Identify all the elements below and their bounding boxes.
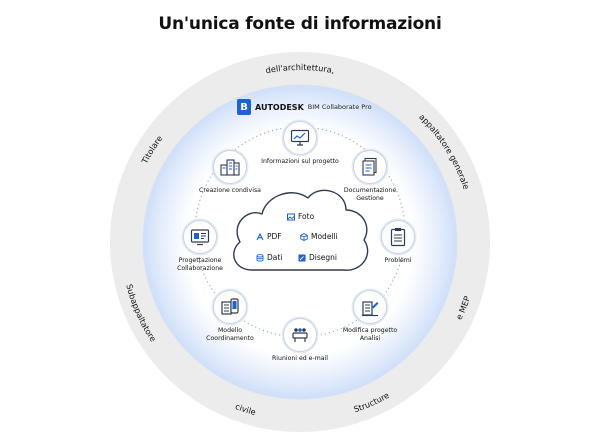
cloud-item-label: Disegni xyxy=(309,253,337,262)
cloud-item-label: Modelli xyxy=(311,232,338,241)
bim-badge-icon: B xyxy=(237,99,251,115)
page-title: Un'unica fonte di informazioni xyxy=(158,14,442,34)
model-phone-icon xyxy=(213,290,247,324)
cloud-item-foto: Foto xyxy=(287,212,314,221)
node-riunioni: Riunioni ed e-mail xyxy=(255,318,345,363)
node-informazioni: Informazioni sul progetto xyxy=(255,121,345,166)
meeting-table-icon xyxy=(283,318,317,352)
city-building-icon xyxy=(213,150,247,184)
ring-label-architettura: dell'architettura, xyxy=(265,62,336,75)
autodesk-brand: B AUTODESK BIM Collaborate Pro xyxy=(237,99,372,115)
cloud-item-pdf: PDF xyxy=(256,232,282,241)
cloud-item-dati: Dati xyxy=(256,253,282,262)
node-creazione: Creazione condivisa xyxy=(185,150,275,195)
node-label: Problemi xyxy=(384,257,412,264)
cloud-item-label: Foto xyxy=(298,212,315,221)
node-problemi: Problemi xyxy=(353,220,443,265)
database-icon xyxy=(256,253,264,262)
cloud-item-modelli: Modelli xyxy=(300,232,338,241)
document-stack-icon xyxy=(353,150,387,184)
monitor-chart-icon xyxy=(283,121,317,155)
photo-icon xyxy=(287,213,295,221)
drawing-icon xyxy=(298,254,306,262)
data-cloud xyxy=(233,189,369,271)
node-label: Informazioni sul progetto xyxy=(261,158,339,165)
cube-icon xyxy=(300,232,308,241)
design-screen-icon xyxy=(183,220,217,254)
node-label: Riunioni ed e-mail xyxy=(272,355,328,362)
brand-name: AUTODESK xyxy=(255,102,304,112)
cloud-item-disegni: Disegni xyxy=(298,253,337,262)
building-edit-icon xyxy=(353,290,387,324)
node-label: Creazione condivisa xyxy=(199,187,261,194)
cloud-item-label: PDF xyxy=(267,232,282,241)
cloud-item-label: Dati xyxy=(267,253,283,262)
brand-product: BIM Collaborate Pro xyxy=(307,103,372,111)
inner-border xyxy=(142,84,458,400)
pdf-icon xyxy=(256,232,264,241)
clipboard-list-icon xyxy=(381,220,415,254)
